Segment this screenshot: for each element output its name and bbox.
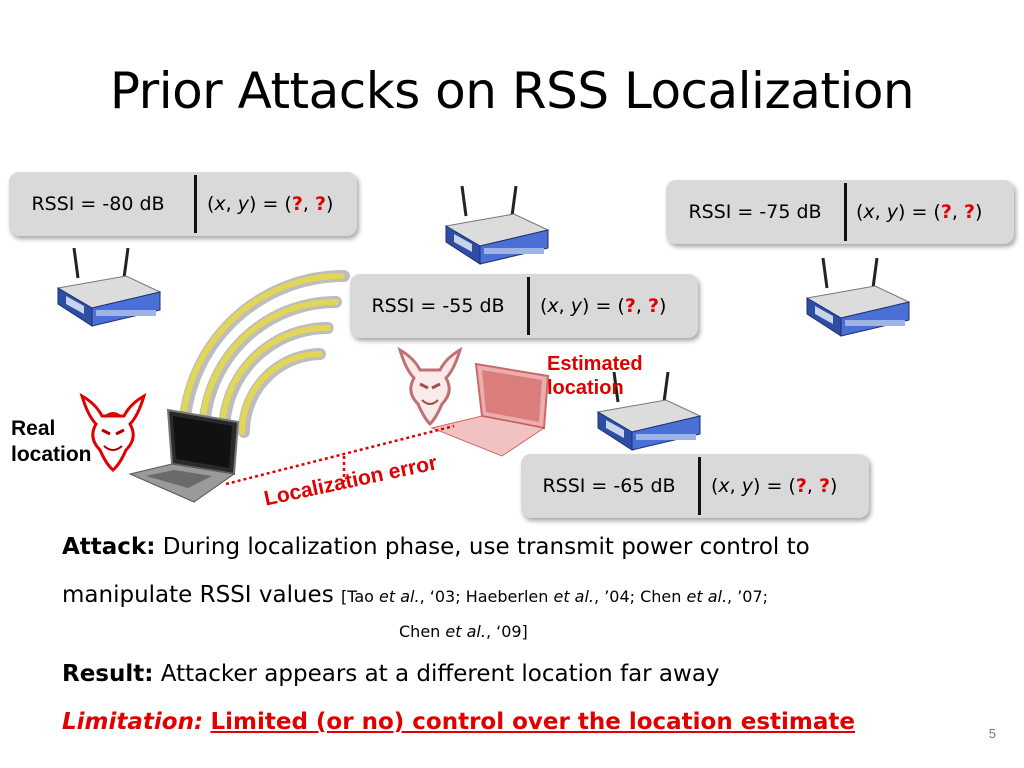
coordinates: (x, y) = (?, ?) xyxy=(856,201,983,223)
router-icon xyxy=(56,248,162,328)
result-text: Attacker appears at a different location… xyxy=(160,661,720,687)
coord-x: x xyxy=(547,295,559,317)
rssi-box-80: RSSI = -80 dB (x, y) = (?, ?) xyxy=(9,172,357,236)
cite-part: , ’07; xyxy=(727,587,769,606)
rssi-box-75: RSSI = -75 dB (x, y) = (?, ?) xyxy=(666,180,1014,244)
signal-waves-icon xyxy=(178,270,350,438)
coord-y: y xyxy=(570,295,583,317)
divider xyxy=(527,277,530,335)
unknown-x: ? xyxy=(795,475,807,497)
divider xyxy=(844,183,847,241)
cite-part: , ‘03; Haeberlen xyxy=(419,587,554,606)
unknown-y: ? xyxy=(963,201,975,223)
router-icon xyxy=(444,186,550,266)
coord-y: y xyxy=(886,201,899,223)
unknown-y: ? xyxy=(818,475,830,497)
cite-etal: et al. xyxy=(553,587,595,606)
attack-line-1: Attack: During localization phase, use t… xyxy=(62,534,810,560)
coord-x: x xyxy=(863,201,875,223)
cite-etal: et al. xyxy=(379,587,420,606)
rssi-box-55: RSSI = -55 dB (x, y) = (?, ?) xyxy=(350,274,698,338)
attack-text: During localization phase, use transmit … xyxy=(162,534,810,560)
unknown-x: ? xyxy=(940,201,952,223)
unknown-y: ? xyxy=(647,295,659,317)
coordinates: (x, y) = (?, ?) xyxy=(207,193,334,215)
coordinates: (x, y) = (?, ?) xyxy=(540,295,667,317)
coord-x: x xyxy=(718,475,730,497)
router-icon xyxy=(805,258,911,338)
divider xyxy=(698,457,701,515)
devil-ghost-icon xyxy=(397,346,463,426)
result-label: Result: xyxy=(62,661,154,687)
unknown-x: ? xyxy=(624,295,636,317)
divider xyxy=(194,175,197,233)
cite-etal: et al. xyxy=(686,587,728,606)
coordinates: (x, y) = (?, ?) xyxy=(711,475,838,497)
laptop-estimated-icon xyxy=(430,362,550,457)
rssi-box-65: RSSI = -65 dB (x, y) = (?, ?) xyxy=(521,454,869,518)
coord-y: y xyxy=(237,193,250,215)
label-line: Real xyxy=(11,417,56,440)
coord-y: y xyxy=(741,475,754,497)
unknown-y: ? xyxy=(314,193,326,215)
cite-part: Chen xyxy=(399,622,446,641)
result-line: Result: Attacker appears at a different … xyxy=(62,661,720,687)
devil-attacker-icon xyxy=(79,392,147,472)
limitation-label: Limitation: xyxy=(62,709,204,735)
unknown-x: ? xyxy=(291,193,303,215)
rssi-value: RSSI = -55 dB xyxy=(371,295,505,317)
attack-label: Attack: xyxy=(62,534,156,560)
localization-error-line xyxy=(225,424,455,486)
rssi-value: RSSI = -80 dB xyxy=(31,193,165,215)
rssi-value: RSSI = -65 dB xyxy=(542,475,676,497)
cite-part: [Tao xyxy=(341,587,380,606)
citation-line-2: Chen et al., ‘09] xyxy=(399,622,528,641)
citation: [Tao et al., ‘03; Haeberlen et al., ’04;… xyxy=(341,587,768,606)
cite-etal: et al. xyxy=(445,622,486,641)
cite-part: , ‘09] xyxy=(485,622,528,641)
page-number: 5 xyxy=(988,726,996,741)
laptop-icon xyxy=(128,408,240,503)
limitation-text: Limited (or no) control over the locatio… xyxy=(210,709,855,735)
attack-text-2: manipulate RSSI values xyxy=(62,582,334,608)
limitation-line: Limitation: Limited (or no) control over… xyxy=(62,709,855,735)
slide-title: Prior Attacks on RSS Localization xyxy=(109,62,915,120)
rssi-value: RSSI = -75 dB xyxy=(688,201,822,223)
attack-line-2: manipulate RSSI values [Tao et al., ‘03;… xyxy=(62,582,768,608)
label-line: Estimated xyxy=(547,353,643,375)
real-location-label: Real location xyxy=(11,416,92,468)
estimated-location-label: Estimated location xyxy=(547,352,643,400)
label-line: location xyxy=(547,377,624,399)
coord-x: x xyxy=(214,193,226,215)
label-line: location xyxy=(11,443,92,466)
cite-part: , ’04; Chen xyxy=(594,587,687,606)
